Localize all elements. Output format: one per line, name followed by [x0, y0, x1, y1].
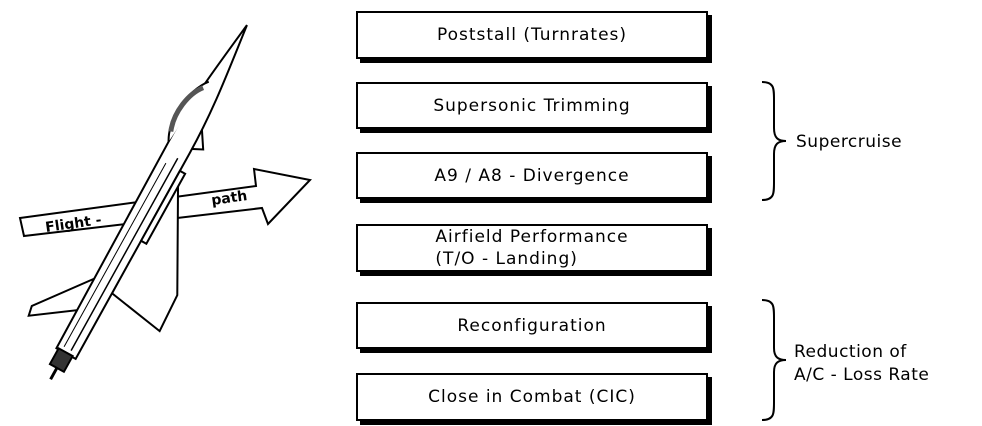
flight-path-word-1: Flight -	[44, 212, 102, 236]
box-airfield-performance-line-1: Airfield Performance	[435, 227, 629, 247]
box-divergence-label: A9 / A8 - Divergence	[434, 165, 630, 186]
group-label-supercruise-text: Supercruise	[796, 132, 903, 152]
box-reconfiguration-label: Reconfiguration	[457, 315, 607, 336]
box-close-in-combat-label: Close in Combat (CIC)	[428, 387, 636, 407]
curly-brace-icon	[761, 81, 787, 201]
box-close-in-combat: Close in Combat (CIC)	[356, 373, 708, 421]
fighter-jet-icon	[27, 24, 248, 381]
box-airfield-performance-line-2: (T/O - Landing)	[435, 249, 578, 269]
group-label-loss-rate: Reduction of A/C - Loss Rate	[794, 341, 929, 387]
box-airfield-performance-label: Airfield Performance (T/O - Landing)	[435, 226, 628, 270]
curly-brace-icon	[761, 299, 787, 421]
box-poststall-label: Poststall (Turnrates)	[436, 25, 628, 45]
group-label-loss-rate-line-1: Reduction of	[794, 342, 907, 362]
box-supersonic-trimming-label: Supersonic Trimming	[433, 95, 631, 116]
box-reconfiguration: Reconfiguration	[356, 302, 708, 349]
group-label-loss-rate-line-2: A/C - Loss Rate	[794, 365, 930, 385]
fighter-jet-illustration: Flight - path	[18, 24, 312, 381]
flight-path-word-2: path	[210, 188, 248, 209]
box-divergence: A9 / A8 - Divergence	[356, 152, 708, 199]
box-poststall: Poststall (Turnrates)	[356, 11, 708, 59]
box-supersonic-trimming: Supersonic Trimming	[356, 82, 708, 129]
box-airfield-performance: Airfield Performance (T/O - Landing)	[356, 224, 708, 272]
group-label-supercruise: Supercruise	[796, 131, 902, 154]
